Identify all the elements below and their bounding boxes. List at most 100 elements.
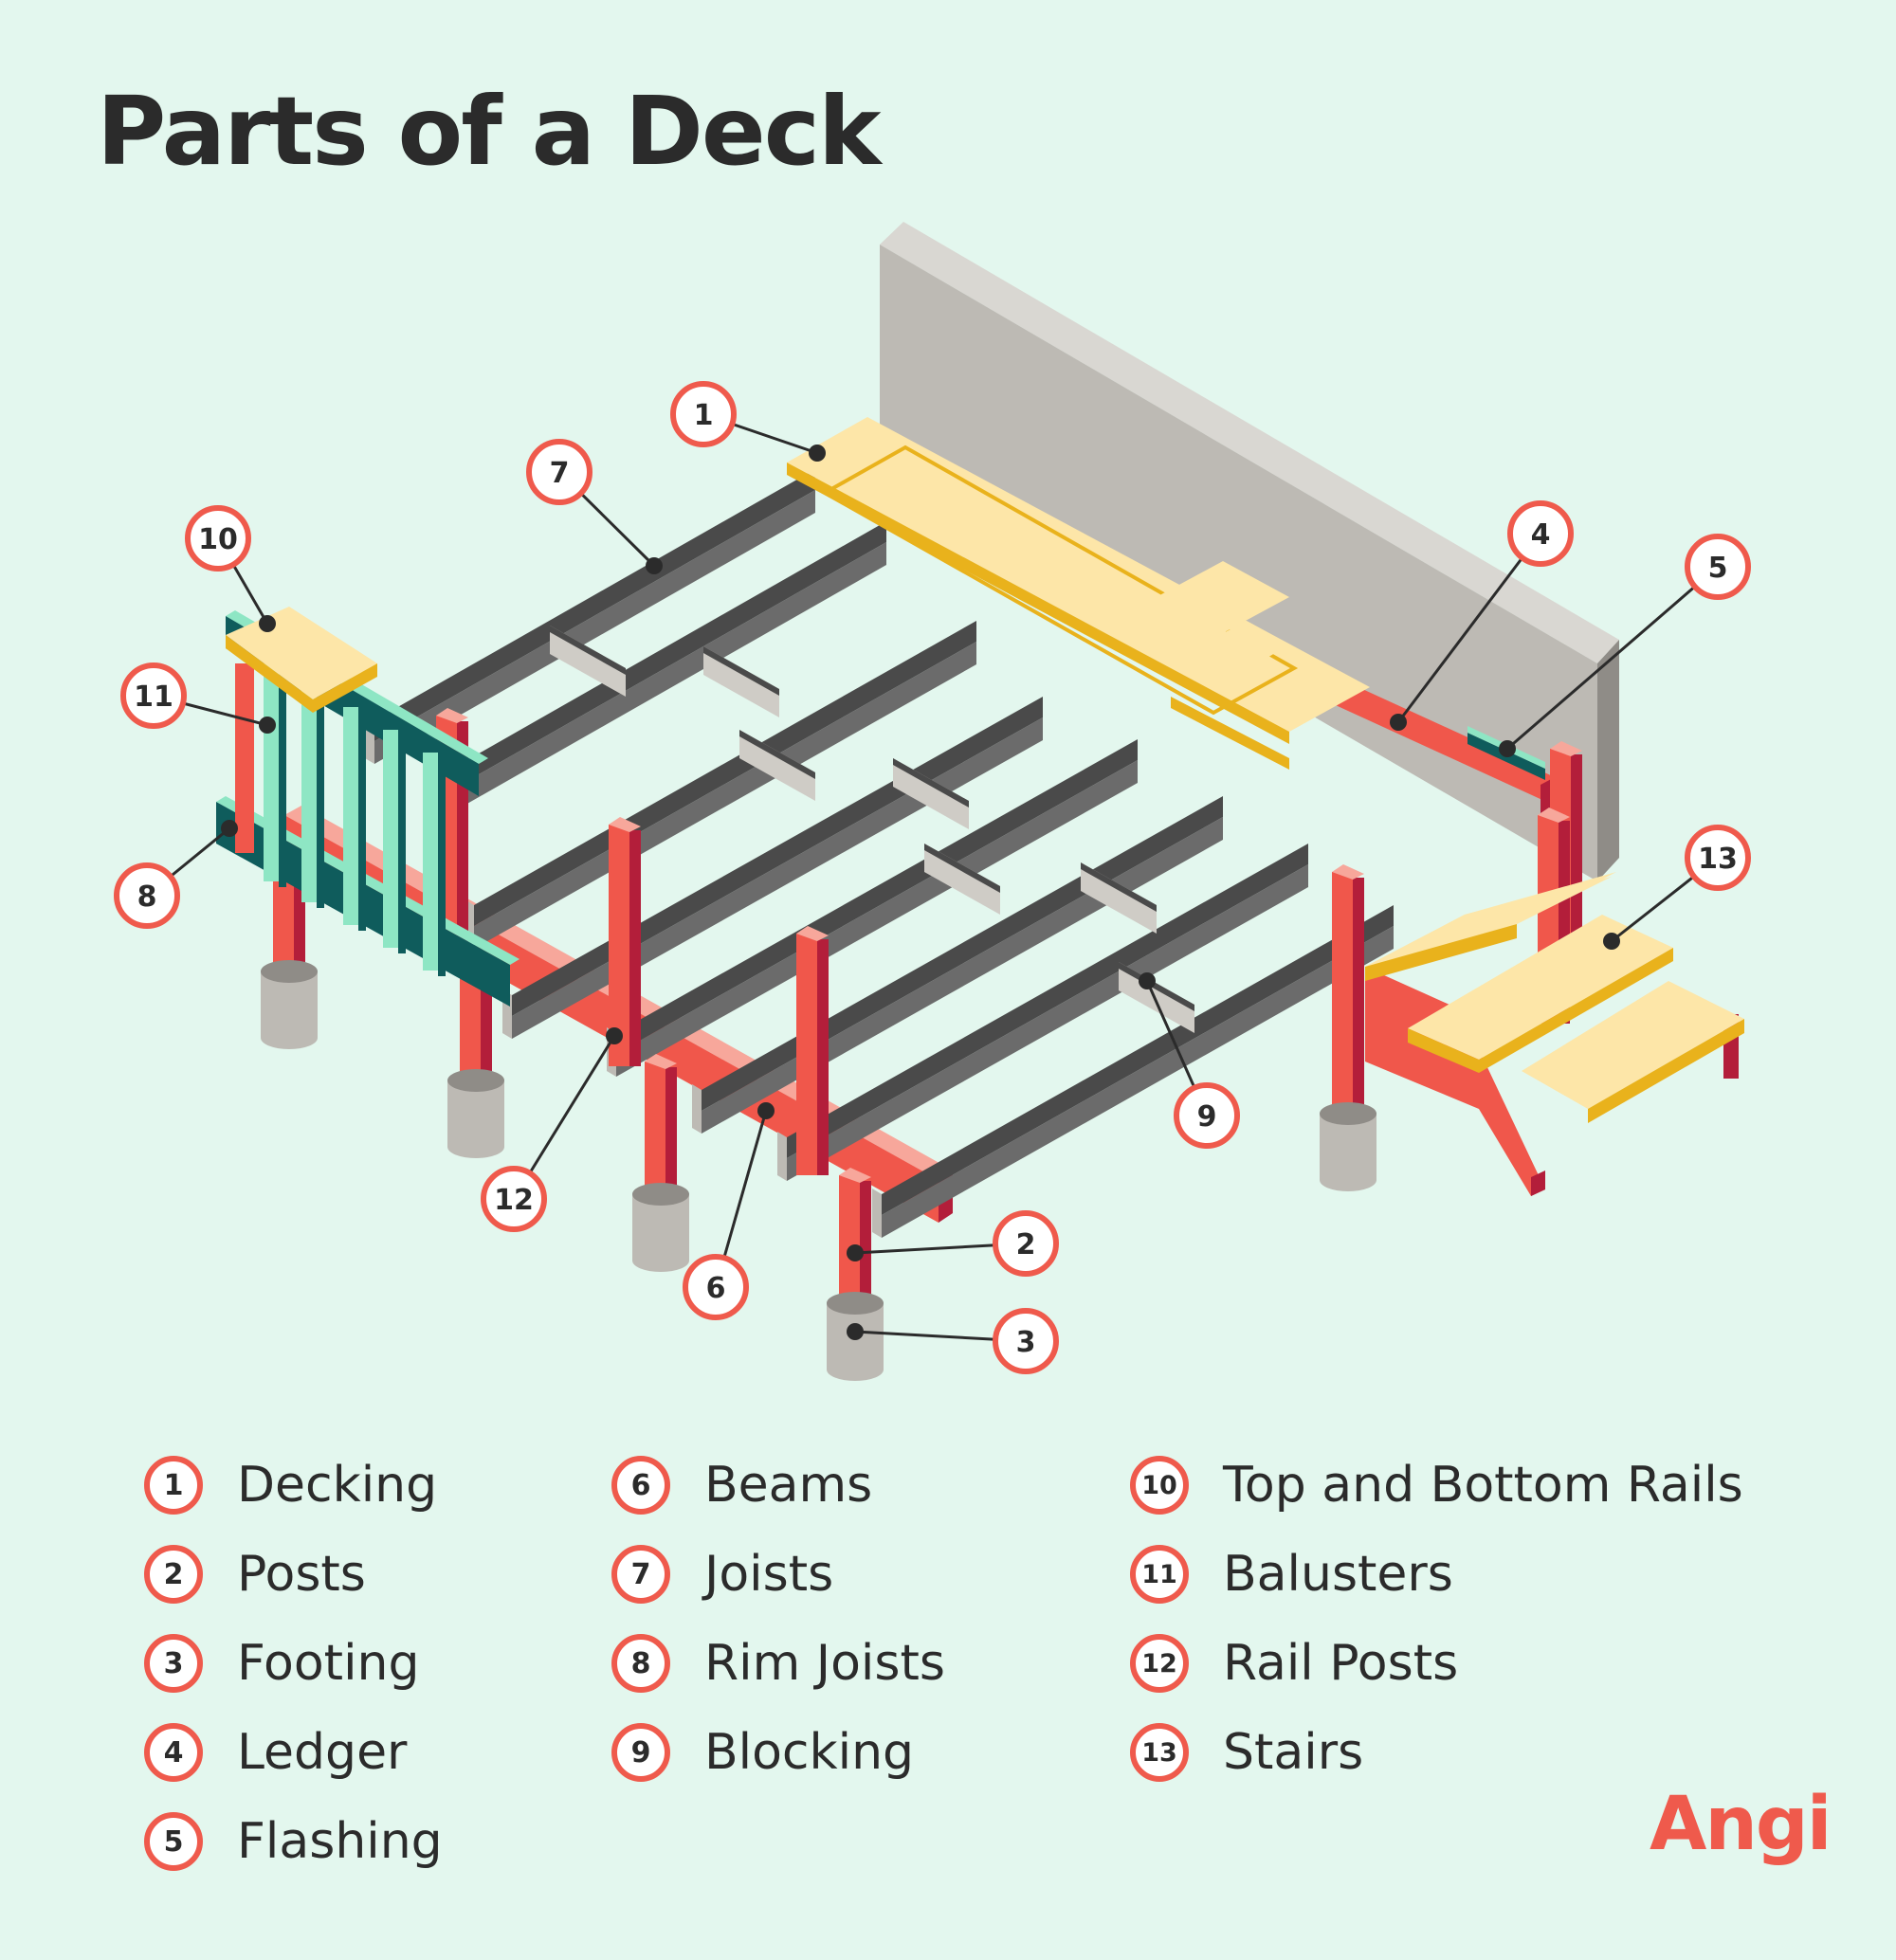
joist [512,717,1043,1039]
post [1571,754,1582,957]
joist [777,1132,787,1181]
post [645,1062,665,1189]
blocking [550,626,1194,1033]
joist [446,521,886,793]
post [645,1054,677,1069]
legend-label: Stairs [1223,1724,1364,1781]
post [665,1067,677,1189]
footing [827,1358,884,1381]
joist [692,1084,702,1134]
post [817,939,829,1175]
stairs [1365,872,1744,1196]
legend-item: 8 Rim Joists [611,1619,945,1708]
leader-line [1506,565,1719,751]
blocking-piece [1081,862,1157,934]
legend-label: Beams [704,1457,873,1514]
callout-badge [120,662,187,729]
callout-number: 1 [694,399,714,432]
joist [374,490,815,764]
legend-item: 6 Beams [611,1441,945,1530]
callout-badge [526,439,592,505]
footing [447,1135,504,1158]
callout-number: 13 [1698,843,1738,876]
callout-badge [1174,1082,1240,1149]
legend-number-badge: 6 [611,1456,670,1515]
post [839,1168,871,1183]
legend-label: Posts [237,1546,366,1603]
joist [882,905,1394,1215]
callout-badge [1685,825,1751,891]
joist [474,642,976,949]
callout-dot [1139,972,1156,989]
callout-number: 7 [550,457,570,490]
legend-label: Flashing [237,1813,443,1870]
joist [374,469,815,741]
legend-label: Ledger [237,1724,408,1781]
footing [261,1026,318,1049]
post [839,1175,860,1298]
joist [446,542,886,816]
post [1550,741,1582,756]
callout-number: 10 [198,523,238,556]
post [609,825,629,1066]
legend-number-badge: 10 [1130,1456,1189,1515]
page-title: Parts of a Deck [97,76,881,187]
legend-label: Footing [237,1635,420,1692]
blocking-piece [1119,962,1194,1033]
post [436,708,468,723]
legend-column-1: 1 Decking 2 Posts 3 Footing 4 Ledger 5 F… [144,1441,443,1886]
legend-item: 4 Ledger [144,1708,443,1797]
callout-number: 4 [1531,518,1551,552]
callout-badge [185,505,251,572]
callout-number: 11 [134,681,173,714]
post [1332,864,1364,880]
joist [787,864,1308,1181]
post [609,817,641,832]
decking [787,417,1370,770]
legend-number-badge: 12 [1130,1634,1189,1693]
legend-item: 2 Posts [144,1530,443,1619]
legend-number-badge: 13 [1130,1723,1189,1782]
callout-number: 5 [1708,552,1728,585]
callout-badge [1685,534,1751,600]
callout-number: 2 [1016,1228,1036,1261]
callout-badge [993,1210,1059,1277]
joists [365,469,1394,1238]
blocking-piece [739,730,815,779]
joist [787,844,1308,1158]
callout-badge [993,1308,1059,1374]
post [460,967,481,1076]
legend-label: Joists [704,1546,834,1603]
blocking-piece [703,646,779,696]
blocking-piece [703,646,779,717]
callout-number: 3 [1016,1326,1036,1359]
callout-number: 8 [137,880,157,914]
legend-number-badge: 7 [611,1545,670,1604]
post [1538,808,1570,823]
legend-number-badge: 2 [144,1545,203,1604]
legend-label: Rail Posts [1223,1635,1459,1692]
leader-line [1396,533,1542,723]
post [1332,872,1353,1109]
joist [616,760,1138,1077]
callout-dot [1390,714,1407,731]
footing [632,1249,689,1272]
callout-dot [809,445,826,462]
blocking-piece [550,626,626,675]
blocking-piece [893,758,969,808]
callout-dot [847,1244,864,1261]
post [860,1181,871,1298]
footing [261,960,318,983]
blocking-piece [1081,862,1157,912]
legend-column-3: 10 Top and Bottom Rails 11 Balusters 12 … [1130,1441,1743,1797]
blocking-piece [550,626,626,697]
legend-label: Balusters [1223,1546,1453,1603]
legend-number-badge: 9 [611,1723,670,1782]
legend-item: 9 Blocking [611,1708,945,1797]
blocking-piece [924,844,1000,915]
callout-number: 9 [1197,1100,1217,1134]
legend-label: Rim Joists [704,1635,945,1692]
legend-number-badge: 5 [144,1812,203,1871]
posts [261,708,1582,1381]
callout-badge [481,1166,547,1232]
